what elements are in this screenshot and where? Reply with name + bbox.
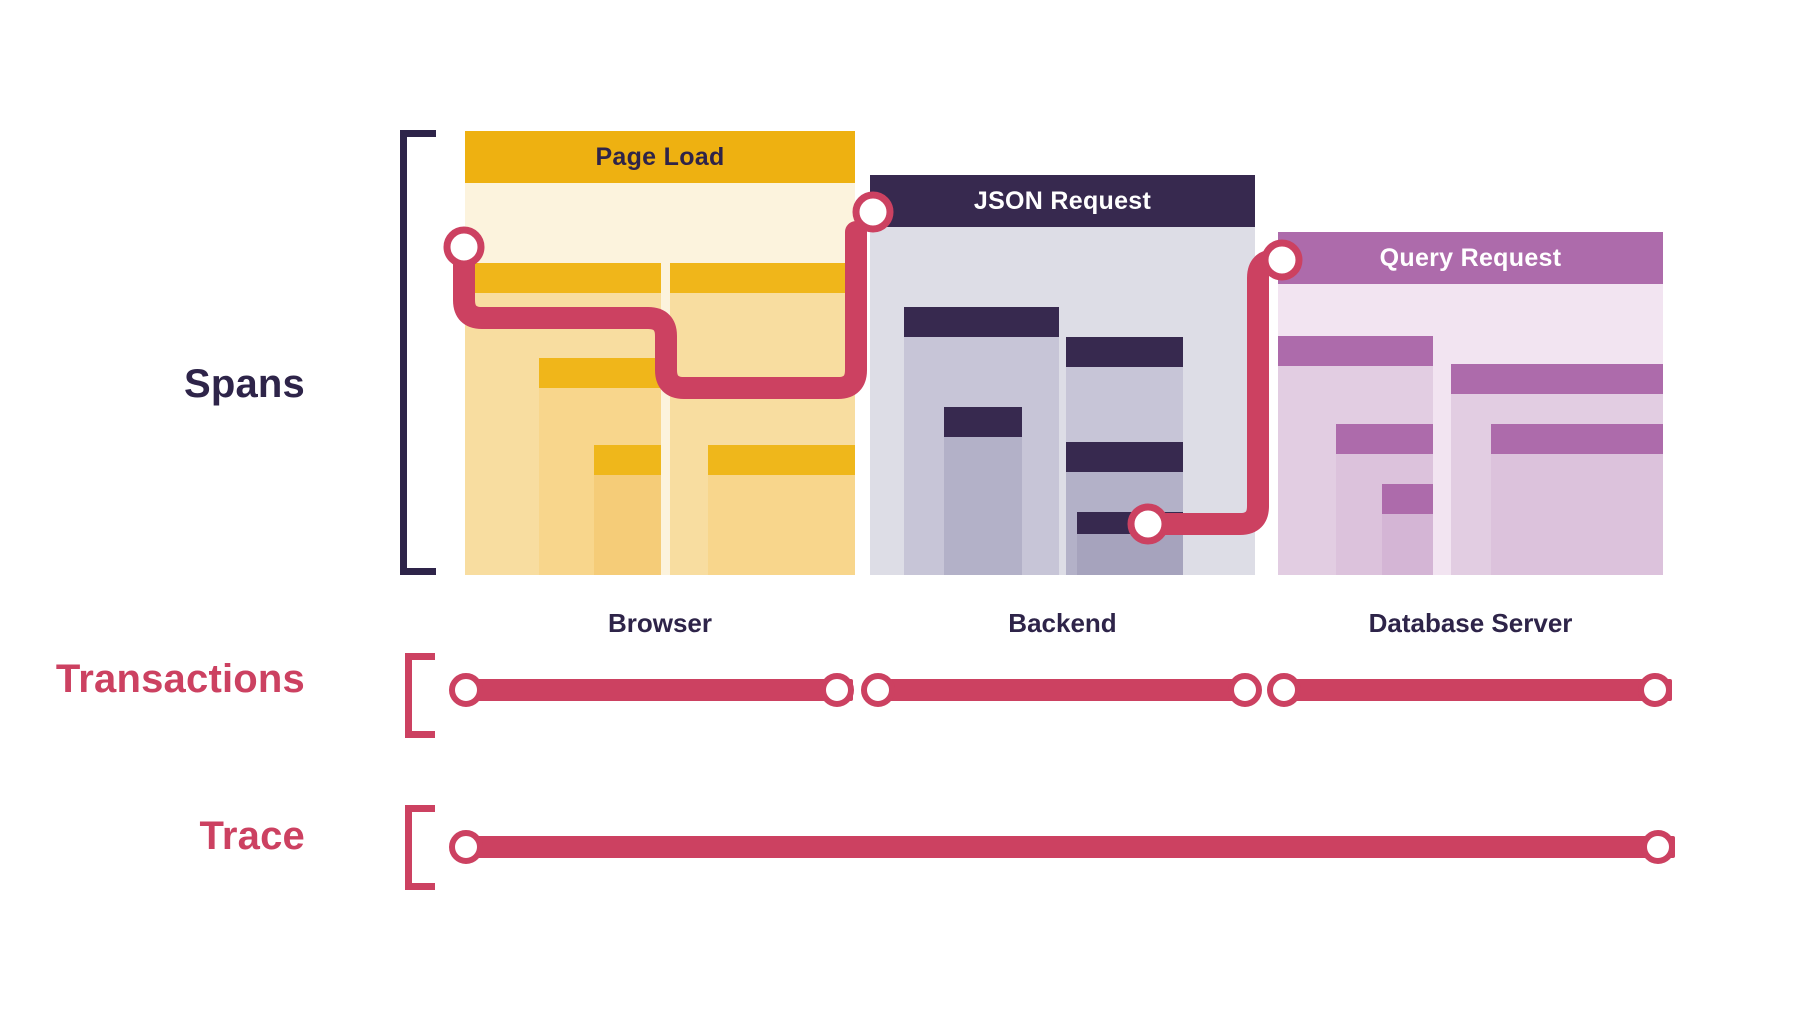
service-caption-backend: Backend [1008,608,1117,638]
transaction-node-backend-start [861,673,895,707]
transaction-node-browser-start [449,673,483,707]
transaction-title-json-request: JSON Request [870,175,1255,227]
service-caption-browser: Browser [607,608,713,638]
trace-segment-full [465,836,1675,858]
transaction-segment-database [1283,679,1672,701]
row-label-trace: Trace [199,814,305,858]
transaction-title-page-load: Page Load [465,131,855,183]
span-group-browser-body [465,183,855,575]
bracket-spans [400,130,436,575]
span-group-database: Query Request [1278,232,1663,575]
transaction-node-database-end [1638,673,1672,707]
span-group-backend-body [870,227,1255,575]
span-bar [708,445,855,575]
span-bar [944,407,1022,575]
transaction-segment-browser [465,679,853,701]
transaction-segment-backend [877,679,1258,701]
span-bar [1382,484,1433,575]
bracket-trace [405,805,435,890]
transaction-title-query-request: Query Request [1278,232,1663,284]
span-group-database-body [1278,284,1663,575]
trace-node-end [1641,830,1675,864]
row-label-transactions: Transactions [55,657,305,701]
service-caption-database: Database Server [1368,608,1573,638]
span-bar [1491,424,1663,575]
span-group-backend: JSON Request [870,175,1255,575]
span-bar [1077,512,1183,575]
span-group-browser: Page Load [465,131,855,575]
bracket-transactions [405,653,435,738]
transaction-node-database-start [1267,673,1301,707]
transaction-node-backend-end [1228,673,1262,707]
trace-node-start [449,830,483,864]
row-label-spans: Spans [183,362,305,406]
transaction-node-browser-end [820,673,854,707]
span-bar [594,445,661,575]
